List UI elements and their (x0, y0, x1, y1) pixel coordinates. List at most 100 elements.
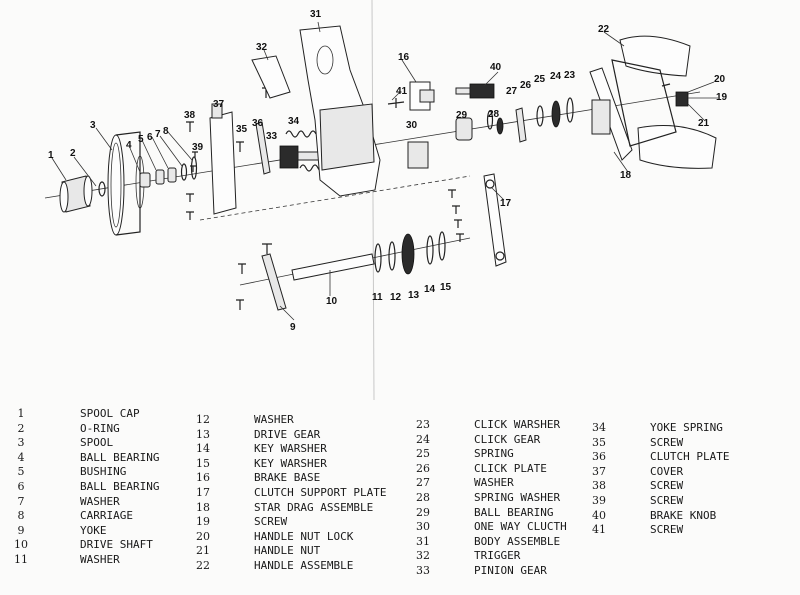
callout-31: 31 (310, 9, 322, 20)
part-name: KEY WARSHER (254, 442, 327, 456)
callout-35: 35 (236, 124, 248, 135)
part-number: 27 (416, 476, 430, 490)
part-number: 39 (592, 493, 606, 507)
part-name: SCREW (650, 493, 684, 507)
part-number: 9 (17, 523, 25, 537)
callout-39: 39 (192, 142, 204, 153)
part-number: 15 (196, 456, 210, 470)
part-number: 16 (196, 471, 210, 485)
callout-16: 16 (398, 52, 410, 63)
part-handle-assemble (611, 35, 717, 169)
part-name: STAR DRAG ASSEMBLE (254, 500, 374, 514)
part-number: 14 (196, 442, 210, 456)
part-carriage (190, 156, 198, 180)
callout-2: 2 (70, 148, 76, 159)
exploded-view-diagram: 1 2 3 4 5 6 7 8 9 10 11 12 13 14 15 16 1… (44, 0, 728, 400)
part-name: WASHER (80, 494, 120, 508)
part-number: 6 (17, 479, 25, 493)
legend-row: 31 BODY ASSEMBLE (402, 535, 567, 550)
part-name: COVER (650, 464, 684, 478)
part-screw-41 (387, 98, 405, 108)
part-screws-right (448, 189, 464, 242)
part-ball-bearing-6 (167, 167, 177, 183)
callout-26: 26 (520, 80, 532, 91)
part-name: BALL BEARING (80, 450, 160, 464)
part-name: SPOOL (80, 436, 114, 450)
callout-25: 25 (534, 74, 546, 85)
part-name: CLUTCH SUPPORT PLATE (254, 485, 387, 499)
part-name: BUSHING (80, 465, 127, 479)
part-name: BALL BEARING (474, 505, 554, 519)
part-number: 21 (196, 544, 210, 558)
part-star-drag-assemble (589, 67, 633, 161)
callout-14: 14 (424, 284, 436, 295)
callout-labels: 1 2 3 4 5 6 7 8 9 10 11 12 13 14 15 16 1… (48, 9, 728, 333)
callout-33: 33 (266, 131, 278, 142)
part-name: BODY ASSEMBLE (474, 534, 561, 548)
legend-row: 18 STAR DRAG ASSEMBLE (182, 501, 386, 516)
callout-8: 8 (163, 126, 169, 137)
part-number: 36 (592, 450, 606, 464)
part-spring-washer (486, 110, 494, 130)
legend-row: 20 HANDLE NUT LOCK (182, 530, 386, 545)
part-number: 13 (196, 427, 210, 441)
part-brake-base (409, 81, 435, 111)
part-cover (209, 103, 237, 215)
callout-10: 10 (326, 296, 338, 307)
callout-28: 28 (488, 109, 500, 120)
part-number: 1 (17, 407, 25, 420)
part-key-warsher-15 (438, 231, 446, 261)
part-number: 31 (416, 534, 430, 548)
part-name: CLICK PLATE (474, 461, 547, 475)
part-number: 41 (592, 523, 606, 537)
part-number: 8 (17, 509, 25, 523)
callout-6: 6 (147, 132, 153, 143)
part-handle-nut-lock (661, 83, 671, 87)
part-yoke (261, 253, 287, 311)
part-number: 33 (416, 563, 430, 577)
callout-3: 3 (90, 120, 96, 131)
part-number: 28 (416, 490, 430, 504)
callout-30: 30 (406, 120, 418, 131)
part-name: SPRING (474, 447, 514, 461)
callout-40: 40 (490, 62, 502, 73)
part-name: KEY WARSHER (254, 456, 327, 470)
callout-37: 37 (213, 99, 225, 110)
part-number: 18 (196, 500, 210, 514)
part-o-ring (98, 181, 106, 197)
legend-row: 39 SCREW (578, 494, 729, 509)
part-drive-shaft (291, 253, 375, 281)
part-handle-nut (675, 91, 689, 107)
part-number: 20 (196, 529, 210, 543)
part-number: 12 (196, 413, 210, 426)
part-number: 37 (592, 464, 606, 478)
part-name: CARRIAGE (80, 509, 133, 523)
part-number: 29 (416, 505, 430, 519)
part-name: HANDLE NUT LOCK (254, 529, 354, 543)
legend-row: 15 KEY WARSHER (182, 457, 386, 472)
part-name: WASHER (80, 552, 120, 566)
part-name: SCREW (254, 515, 288, 529)
callout-17: 17 (500, 198, 512, 209)
part-name: SCREW (650, 435, 684, 449)
part-washer-12 (388, 241, 396, 271)
callout-5: 5 (138, 134, 144, 145)
